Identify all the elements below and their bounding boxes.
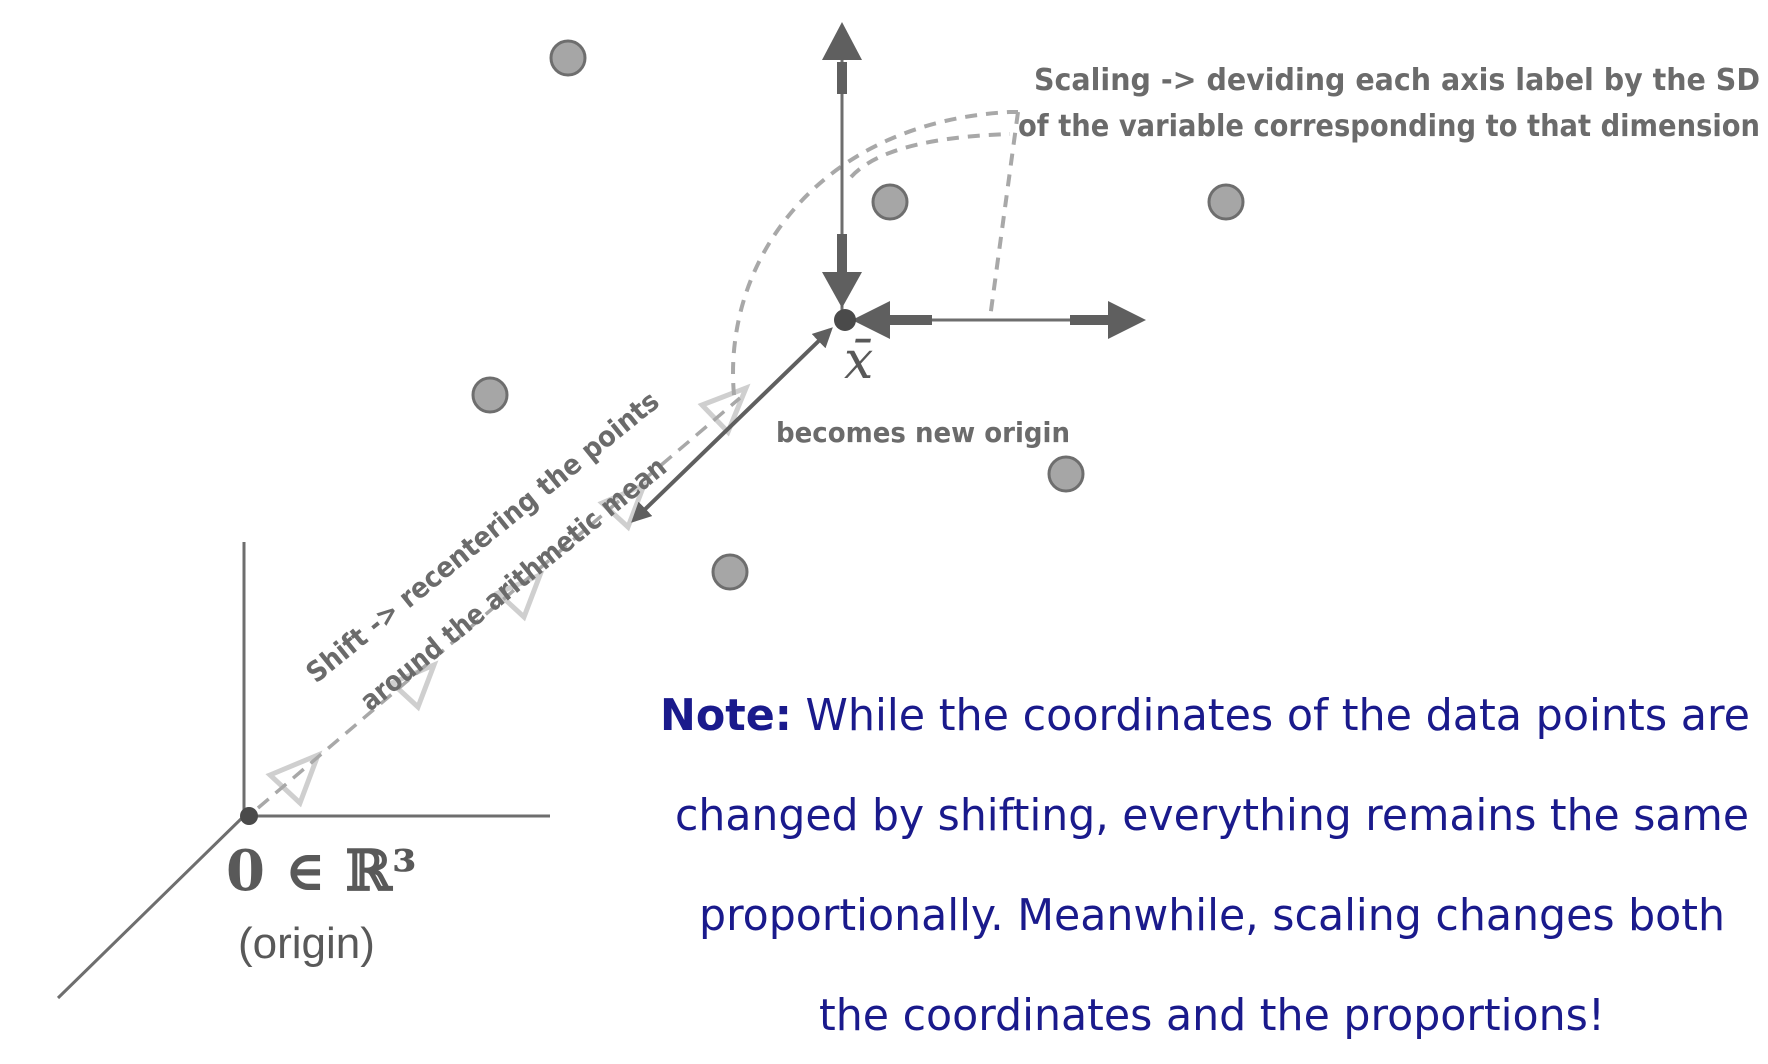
scaling-arc-outer — [731, 110, 1018, 396]
mean-dot — [834, 309, 856, 331]
data-point — [1207, 183, 1245, 221]
ghost-triangle — [265, 750, 323, 808]
note-line-4: the coordinates and the proportions! — [819, 990, 1605, 1041]
shift-double-arrow — [631, 327, 833, 523]
data-point — [711, 553, 749, 591]
ghost-triangle — [387, 660, 439, 712]
data-point — [1047, 455, 1085, 493]
original-y-axis — [56, 814, 246, 1000]
scaling-label-line2: of the variable corresponding to that di… — [1018, 109, 1760, 144]
scaling-dashed-arcs — [731, 110, 1020, 396]
data-point — [871, 183, 909, 221]
centered-axes — [822, 22, 1146, 339]
original-axes — [56, 542, 550, 1000]
scaling-label-line1: Scaling -> deviding each axis label by t… — [1034, 63, 1760, 98]
scale-right-arrow-head — [1108, 301, 1146, 339]
shift-label: Shift -> recentering the points — [300, 384, 666, 689]
mean-symbol: x̄ — [844, 331, 873, 391]
note-line-1: Note: While the coordinates of the data … — [660, 690, 1750, 741]
scale-left-arrow-head — [852, 301, 890, 339]
shift-dashed-path — [256, 396, 742, 810]
origin-math-label: 0 ∈ ℝ³ — [226, 838, 416, 904]
data-points — [471, 39, 1245, 591]
note-line-2: changed by shifting, everything remains … — [675, 790, 1749, 841]
scale-down-arrow-head — [822, 272, 862, 308]
data-point — [471, 376, 509, 414]
new-origin-label: becomes new origin — [776, 416, 1070, 449]
note-line-3: proportionally. Meanwhile, scaling chang… — [699, 890, 1725, 941]
data-point — [549, 39, 587, 77]
shift-label-line1: Shift -> recentering the points — [300, 384, 666, 689]
note-block: Note: While the coordinates of the data … — [660, 690, 1750, 1041]
scale-up-arrow-head — [822, 22, 862, 60]
scaling-arc-inner — [849, 132, 1011, 179]
origin-caption: (origin) — [238, 919, 375, 968]
note-line1-text: While the coordinates of the data points… — [806, 690, 1750, 741]
ghost-triangle — [493, 570, 545, 622]
original-origin-dot — [240, 807, 258, 825]
scaling-vertical-leader — [988, 111, 1020, 319]
ghost-triangle — [697, 383, 751, 437]
note-prefix: Note: — [660, 690, 792, 741]
